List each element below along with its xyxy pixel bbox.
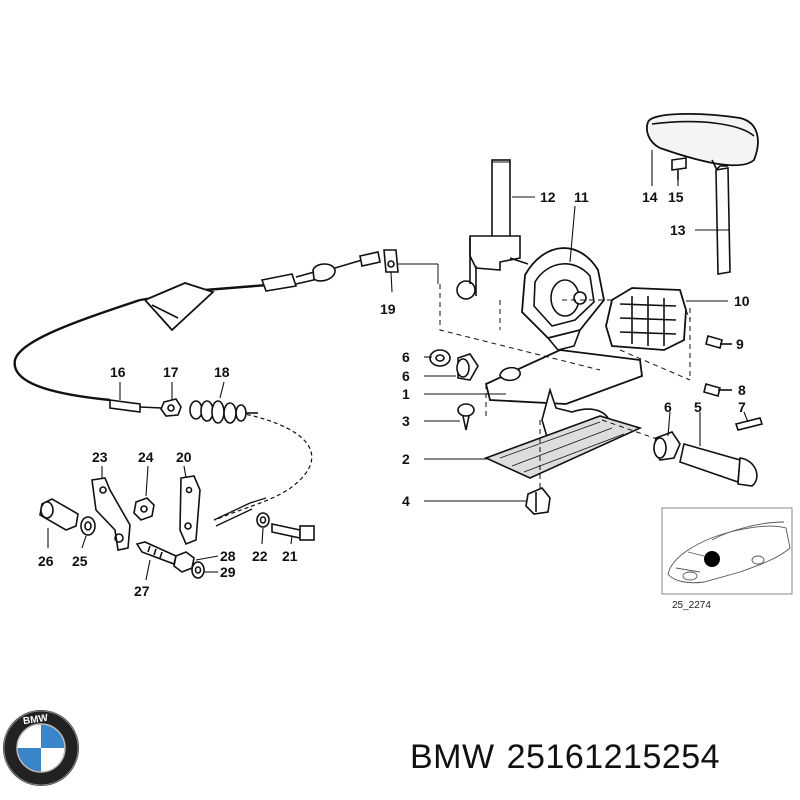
part-15-knob (646, 113, 759, 179)
callout-2: 2 (402, 451, 410, 467)
leader-lines (47, 150, 749, 581)
callout-6a: 6 (402, 368, 410, 384)
part-12-gate (521, 247, 605, 351)
callout-5: 5 (694, 399, 702, 415)
svg-text:BMW: BMW (22, 713, 49, 727)
callout-23: 22 (252, 548, 268, 564)
part-29-nut (173, 551, 195, 573)
assembly-lines (439, 284, 691, 488)
part-13-lever (456, 159, 529, 300)
part-6-bushing-left (456, 353, 479, 381)
callout-13: 12 (540, 189, 556, 205)
callout-30: 29 (220, 564, 236, 580)
part-5-shaft (679, 442, 758, 487)
callout-6b: 6 (664, 399, 672, 415)
callout-12: 11 (574, 189, 589, 205)
callout-21: 20 (176, 449, 192, 465)
callout-19: 18 (214, 364, 230, 380)
part-14-rod (715, 165, 731, 275)
callout-4: 4 (402, 493, 410, 509)
part-27-sleeve (39, 498, 79, 531)
part-2-gasket (483, 415, 643, 479)
part-28-bolt (135, 541, 177, 566)
part-24-bracket (91, 477, 131, 551)
part-22-bolt (271, 523, 315, 541)
part-number: 25161215254 (506, 738, 721, 776)
part-21-plate (179, 475, 201, 546)
part-19-boot (189, 400, 258, 424)
callout-labels: 12 11 14 15 13 10 9 8 19 6 6 1 3 2 4 6 5… (38, 189, 750, 599)
inset-code: 25_2274 (672, 600, 711, 611)
part-3-screw (457, 403, 475, 431)
callout-1: 1 (402, 386, 410, 402)
part-4-clip (525, 487, 551, 515)
part-7-bushing (429, 349, 451, 367)
part-18-nut (160, 398, 182, 417)
callout-22: 21 (282, 548, 298, 564)
callout-3: 3 (402, 413, 410, 429)
part-8-pin (734, 417, 764, 431)
callout-14: 13 (670, 222, 686, 238)
callout-28: 27 (134, 583, 150, 599)
callout-24: 23 (92, 449, 108, 465)
part-26-washer (80, 516, 96, 536)
part-23-washer (256, 512, 270, 528)
part-6-bushing-right (653, 431, 681, 461)
callout-9: 8 (738, 382, 746, 398)
callout-16: 15 (668, 189, 684, 205)
callout-8: 7 (738, 399, 746, 415)
callout-20: 19 (380, 301, 396, 317)
part-30-washer (191, 561, 205, 579)
part-16-screw (671, 157, 687, 180)
part-25-nut (133, 497, 155, 521)
brand-name: BMW (410, 738, 495, 776)
callout-18: 17 (163, 364, 179, 380)
callout-27: 26 (38, 553, 54, 569)
callout-15: 14 (642, 189, 658, 205)
shift-cable (13, 249, 439, 521)
callout-10: 9 (736, 336, 744, 352)
callout-11: 10 (734, 293, 750, 309)
callout-26: 25 (72, 553, 88, 569)
callout-25: 24 (138, 449, 154, 465)
bmw-logo: BMW (3, 710, 79, 786)
part-11-housing (605, 287, 687, 351)
part-caption: BMW 25161215254 (410, 738, 790, 777)
part-9-10-screws (703, 335, 732, 397)
callout-17: 16 (110, 364, 126, 380)
inset-car-locator: 25_2274 (661, 507, 793, 611)
callout-7: 6 (402, 349, 410, 365)
callout-29: 28 (220, 548, 236, 564)
